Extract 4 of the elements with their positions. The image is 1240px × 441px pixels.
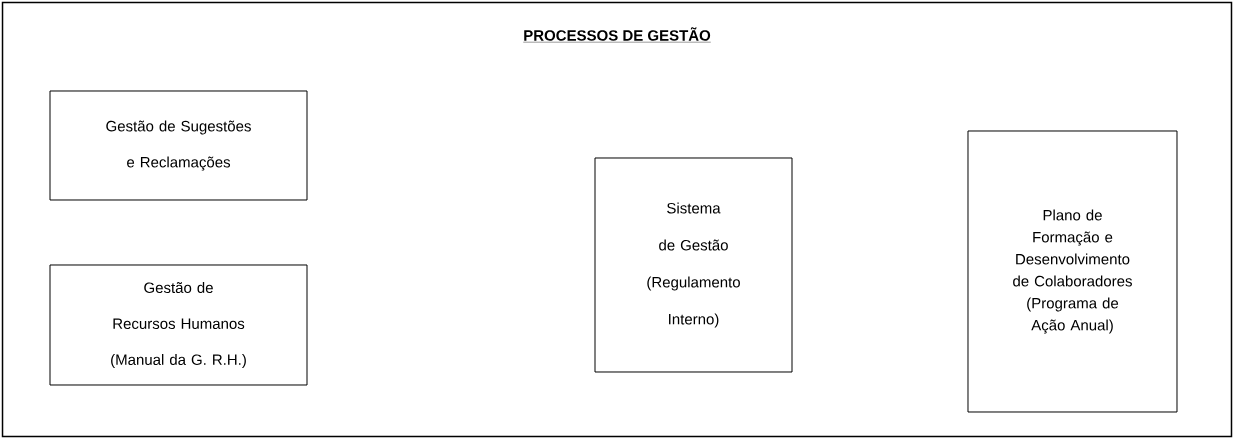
process-box: Gestão de Sugestões e Reclamações xyxy=(49,90,308,201)
process-box: Plano de Formação e Desenvolvimento de Colaboradores (Programa de Ação Anual) xyxy=(967,130,1178,413)
process-box: Gestão de Recursos Humanos (Manual da G. R.H.) xyxy=(49,264,308,386)
process-box: Sistema de Gestão (Regulamento Interno) xyxy=(594,157,793,373)
